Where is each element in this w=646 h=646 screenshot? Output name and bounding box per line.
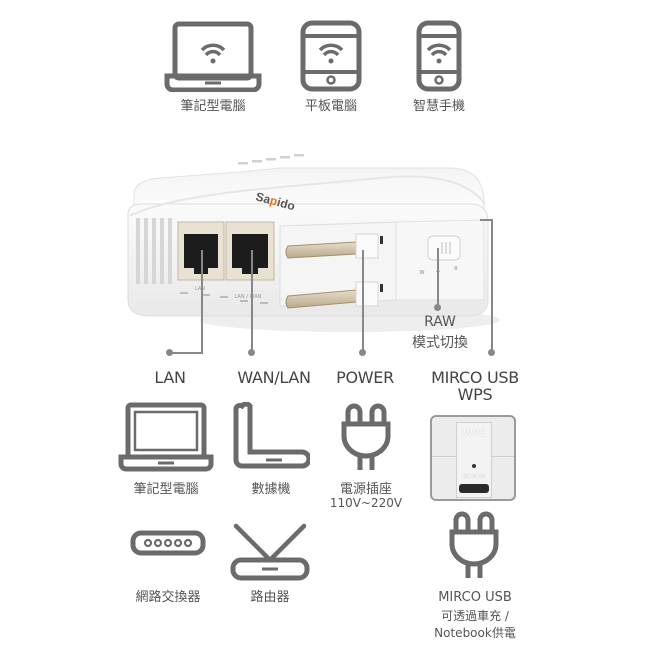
top-tablet-label: 平板電腦: [304, 99, 357, 114]
usb-callout-dot: [488, 349, 495, 356]
laptop-wifi-icon: [164, 21, 262, 92]
wan-lan-label: WAN/LAN: [237, 368, 311, 387]
tablet-wifi-icon: [300, 20, 362, 92]
router-label: 路由器: [250, 590, 290, 605]
raw-callout-dot: [434, 304, 441, 311]
port-label-lanwan: LAN / WAN: [235, 294, 262, 300]
router-icon: [230, 523, 310, 581]
usb-title: MIRCO USB: [438, 590, 512, 605]
usb-plug-icon: [449, 511, 499, 578]
power-label: POWER: [336, 368, 394, 387]
wps-button-dot[interactable]: [472, 464, 476, 468]
lan-callout-line: [201, 250, 203, 353]
mirco-usb-label: MIRCO USB: [431, 368, 519, 387]
wps-panel-dc-label: DC IN 5V: [462, 474, 486, 480]
bottom-laptop-label: 筆記型電腦: [133, 482, 199, 497]
switch-pos-r: R: [454, 266, 458, 272]
network-switch-icon: [130, 530, 206, 556]
wps-label: WPS: [457, 385, 493, 404]
usb-callout-line: [491, 219, 493, 351]
raw-title: RAW: [424, 314, 456, 330]
port-label-lan: LAN: [195, 286, 205, 292]
router-product-image: Sapido LAN LAN / WAN W A R: [127, 154, 500, 332]
usb-line2: Notebook供電: [434, 626, 516, 640]
power-callout-dot: [359, 349, 366, 356]
lan-callout-dot: [166, 349, 173, 356]
raw-subtitle: 模式切換: [412, 335, 468, 351]
raw-callout-line: [437, 248, 439, 306]
modem-icon: [233, 402, 310, 469]
modem-label: 數據機: [251, 482, 291, 497]
phone-wifi-icon: [416, 20, 462, 92]
laptop-icon: [118, 402, 214, 472]
micro-usb-port: [459, 484, 489, 493]
wanlan-callout-line: [251, 250, 253, 350]
power-plug-icon: [341, 403, 391, 470]
power-callout-line: [362, 250, 364, 350]
wanlan-callout-dot: [248, 349, 255, 356]
top-laptop-label: 筆記型電腦: [180, 99, 246, 114]
lan-callout-line-h: [170, 352, 203, 354]
power-plug-title: 電源插座: [339, 482, 392, 497]
network-switch-label: 網路交換器: [135, 590, 201, 605]
usb-line1: 可透過車充 /: [441, 609, 509, 623]
top-phone-label: 智慧手機: [412, 99, 465, 114]
switch-pos-w: W: [420, 270, 425, 276]
usb-callout-line-h: [480, 219, 493, 221]
wps-panel-text: WPS: [462, 428, 486, 439]
power-plug-voltage: 110V~220V: [329, 496, 403, 510]
lan-label: LAN: [154, 368, 186, 387]
